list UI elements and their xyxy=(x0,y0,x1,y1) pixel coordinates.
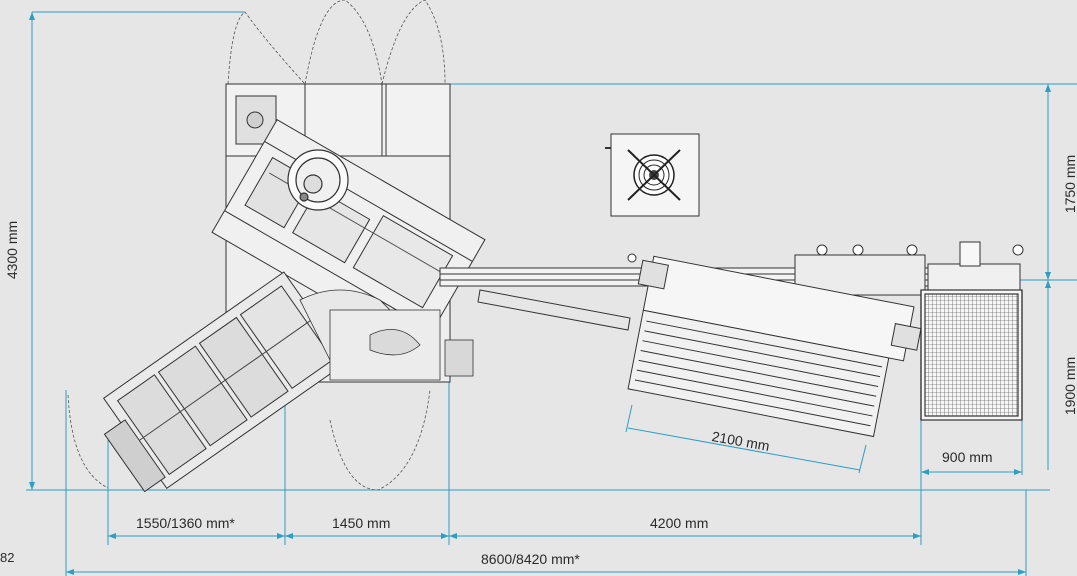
dim-infeed-width: 1550/1360 mm* xyxy=(136,515,235,531)
lower-heads xyxy=(102,271,348,493)
dimension-lines xyxy=(26,11,1077,576)
dim-cabinet-width: 900 mm xyxy=(942,449,993,465)
dim-total-length: 8600/8420 mm* xyxy=(481,551,580,567)
lower-mechanism-detail xyxy=(299,289,474,381)
fan-unit xyxy=(605,133,700,217)
page-number: 82 xyxy=(0,550,15,565)
belt-unit xyxy=(627,255,922,438)
dimension-arrows xyxy=(29,12,1051,575)
dim-center-width: 1450 mm xyxy=(332,515,391,531)
dim-total-height: 4300 mm xyxy=(4,220,21,280)
mesh-cabinet xyxy=(920,289,1023,421)
door-swing-arcs xyxy=(67,0,446,491)
dim-right-upper: 1750 mm xyxy=(1062,154,1077,214)
dim-conveyor-length: 4200 mm xyxy=(650,515,709,531)
dim-right-lower: 1900 mm xyxy=(1062,356,1077,416)
reel-assembly xyxy=(287,149,349,211)
